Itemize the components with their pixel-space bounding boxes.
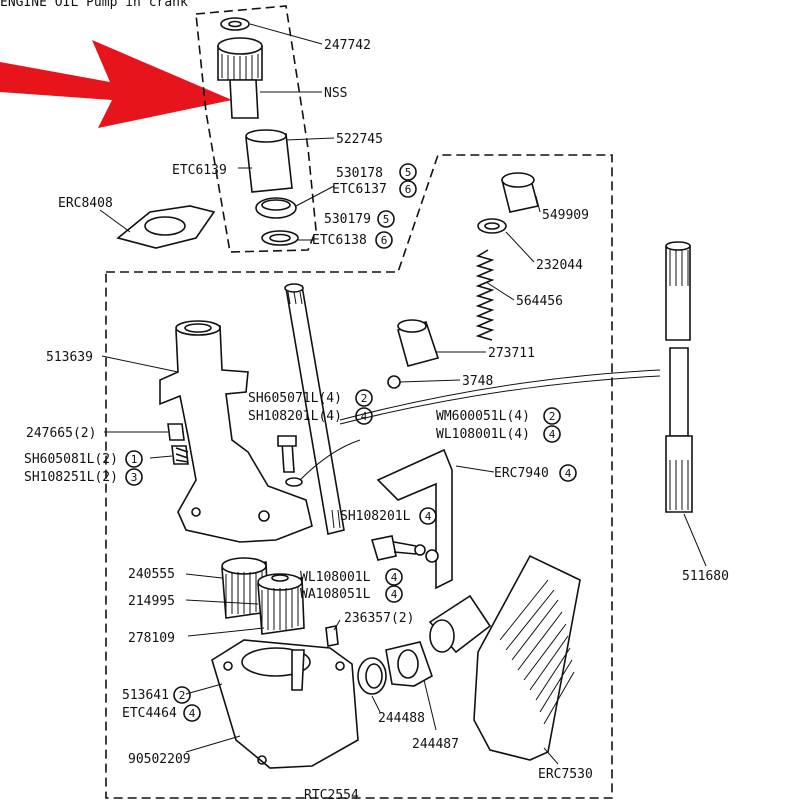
svg-text:4: 4 [565,467,572,480]
svg-text:4: 4 [391,588,398,601]
washer-wl108001l-icon [414,544,426,556]
circled-2-icon: 2 [173,686,191,704]
label-511680: 511680 [682,569,729,584]
label-erc7530: ERC7530 [538,767,593,782]
svg-text:2: 2 [361,392,368,405]
label-wm600051l: WM600051L(4) [436,409,530,424]
leader-lines [99,23,707,765]
ring-530178-icon [255,197,297,219]
label-etc6137: ETC6137 [332,182,387,197]
circled-5-icon: 5 [399,163,417,181]
header-text: ENGINE OIL Pump in crank [0,0,188,10]
pump-housing-513639-icon [159,325,313,543]
label-273711: 273711 [488,346,535,361]
gasket-erc8408-icon [116,205,216,249]
label-sh108251l: SH108251L(2) [24,470,118,485]
label-564456: 564456 [516,294,563,309]
label-240555: 240555 [128,567,175,582]
dowel-236357-icon [325,625,339,647]
label-247742: 247742 [324,38,371,53]
gasket-244487-icon [385,641,433,687]
circled-6-icon: 6 [399,180,417,198]
label-247665: 247665(2) [26,426,96,441]
circled-4-icon: 4 [385,568,403,586]
circled-2-icon: 2 [355,389,373,407]
circled-4-icon: 4 [419,507,437,525]
label-90502209: 90502209 [128,752,191,767]
label-etc6138: ETC6138 [312,233,367,248]
pump-body-513641-icon [211,639,359,769]
spring-564456-icon [475,249,495,341]
label-erc7940: ERC7940 [494,466,549,481]
label-nss: NSS [324,86,347,101]
label-3748: 3748 [462,374,493,389]
svg-text:5: 5 [383,213,390,226]
label-erc8408: ERC8408 [58,196,113,211]
label-530178: 530178 [336,166,383,181]
label-sh108201l-a: SH108201L(4) [248,409,342,424]
bolt-sh108201l-icon [370,535,397,561]
label-wl108001l-b: WL108001L [300,570,371,585]
label-232044: 232044 [536,258,583,273]
washer-247742-icon [220,17,250,31]
lockwasher-247665-icon [167,423,185,441]
svg-text:5: 5 [405,166,412,179]
cross-line-a [339,369,661,421]
label-236357: 236357(2) [344,611,414,626]
bracket-erc7940-icon [376,448,453,590]
svg-text:1: 1 [131,453,138,466]
label-rtc2554: RTC2554 [304,788,359,800]
label-244488: 244488 [378,711,425,726]
circled-4-icon: 4 [559,464,577,482]
circled-4-icon: 4 [355,407,373,425]
seal-530179-icon [261,230,299,246]
main-group-outline [105,154,613,799]
label-244487: 244487 [412,737,459,752]
shaft-511680-lower-icon [669,347,689,437]
label-etc6139: ETC6139 [172,163,227,178]
label-etc4464: ETC4464 [122,706,177,721]
circled-3-icon: 3 [125,468,143,486]
spindle-nss-icon [229,79,259,119]
label-214995: 214995 [128,594,175,609]
circled-2-icon: 2 [543,407,561,425]
svg-text:2: 2 [549,410,556,423]
label-549909: 549909 [542,208,589,223]
circled-4-icon: 4 [543,425,561,443]
label-530179: 530179 [324,212,371,227]
svg-text:4: 4 [189,707,196,720]
label-513641: 513641 [122,688,169,703]
label-sh605071l: SH605071L(4) [248,391,342,406]
svg-text:4: 4 [549,428,556,441]
circled-4-icon: 4 [183,704,201,722]
circled-6-icon: 6 [375,231,393,249]
label-sh605081l: SH605081L(2) [24,452,118,467]
label-wa108051l: WA108051L [300,587,371,602]
circled-1-icon: 1 [125,450,143,468]
svg-text:3: 3 [131,471,138,484]
label-513639: 513639 [46,350,93,365]
part-labels: 247742 NSS 522745 ETC6139 530178 ETC6137… [24,38,729,803]
circled-4-icon: 4 [385,585,403,603]
label-wl108001l-a: WL108001L(4) [436,427,530,442]
washer-wm600051l-icon [285,477,303,487]
svg-text:4: 4 [391,571,398,584]
red-arrow-icon [0,40,232,128]
label-sh108201l-b: SH108201L [340,509,411,524]
svg-text:4: 4 [425,510,432,523]
circled-5-icon: 5 [377,210,395,228]
circled-codes: 5 6 5 6 2 4 2 4 1 3 4 4 4 4 2 4 [125,163,577,722]
svg-text:2: 2 [179,689,186,702]
svg-text:6: 6 [381,234,388,247]
ball-3748-icon [387,375,401,389]
label-522745: 522745 [336,132,383,147]
svg-text:6: 6 [405,183,412,196]
label-278109: 278109 [128,631,175,646]
washer-232044-icon [477,218,507,234]
svg-text:4: 4 [361,410,368,423]
